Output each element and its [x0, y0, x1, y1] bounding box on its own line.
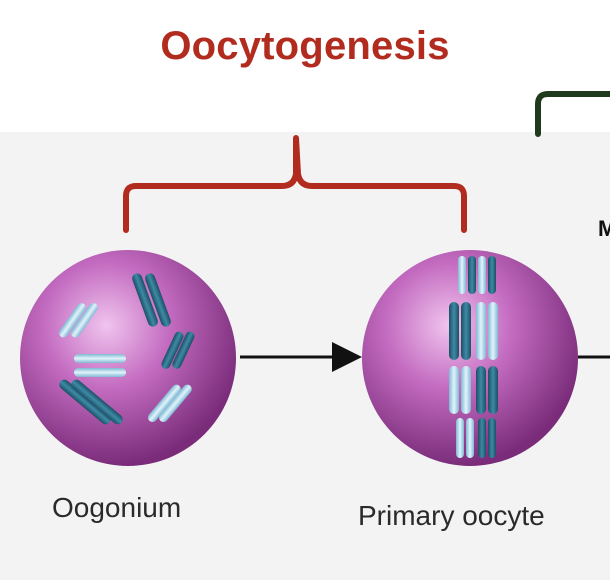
oogonium-cell	[20, 250, 236, 466]
diagram-title: Oocytogenesis	[160, 24, 450, 68]
next-stage-bracket	[535, 91, 610, 137]
oogonium-chromosomes	[59, 273, 195, 425]
primary-oocyte-label: Primary oocyte	[358, 500, 545, 531]
cutoff-stage-label: M	[598, 216, 610, 241]
oogonium-label: Oogonium	[52, 492, 182, 523]
primary-oocyte-chromosomes	[449, 256, 498, 458]
primary-oocyte-cell	[362, 250, 578, 466]
oocytogenesis-bracket	[123, 135, 467, 233]
